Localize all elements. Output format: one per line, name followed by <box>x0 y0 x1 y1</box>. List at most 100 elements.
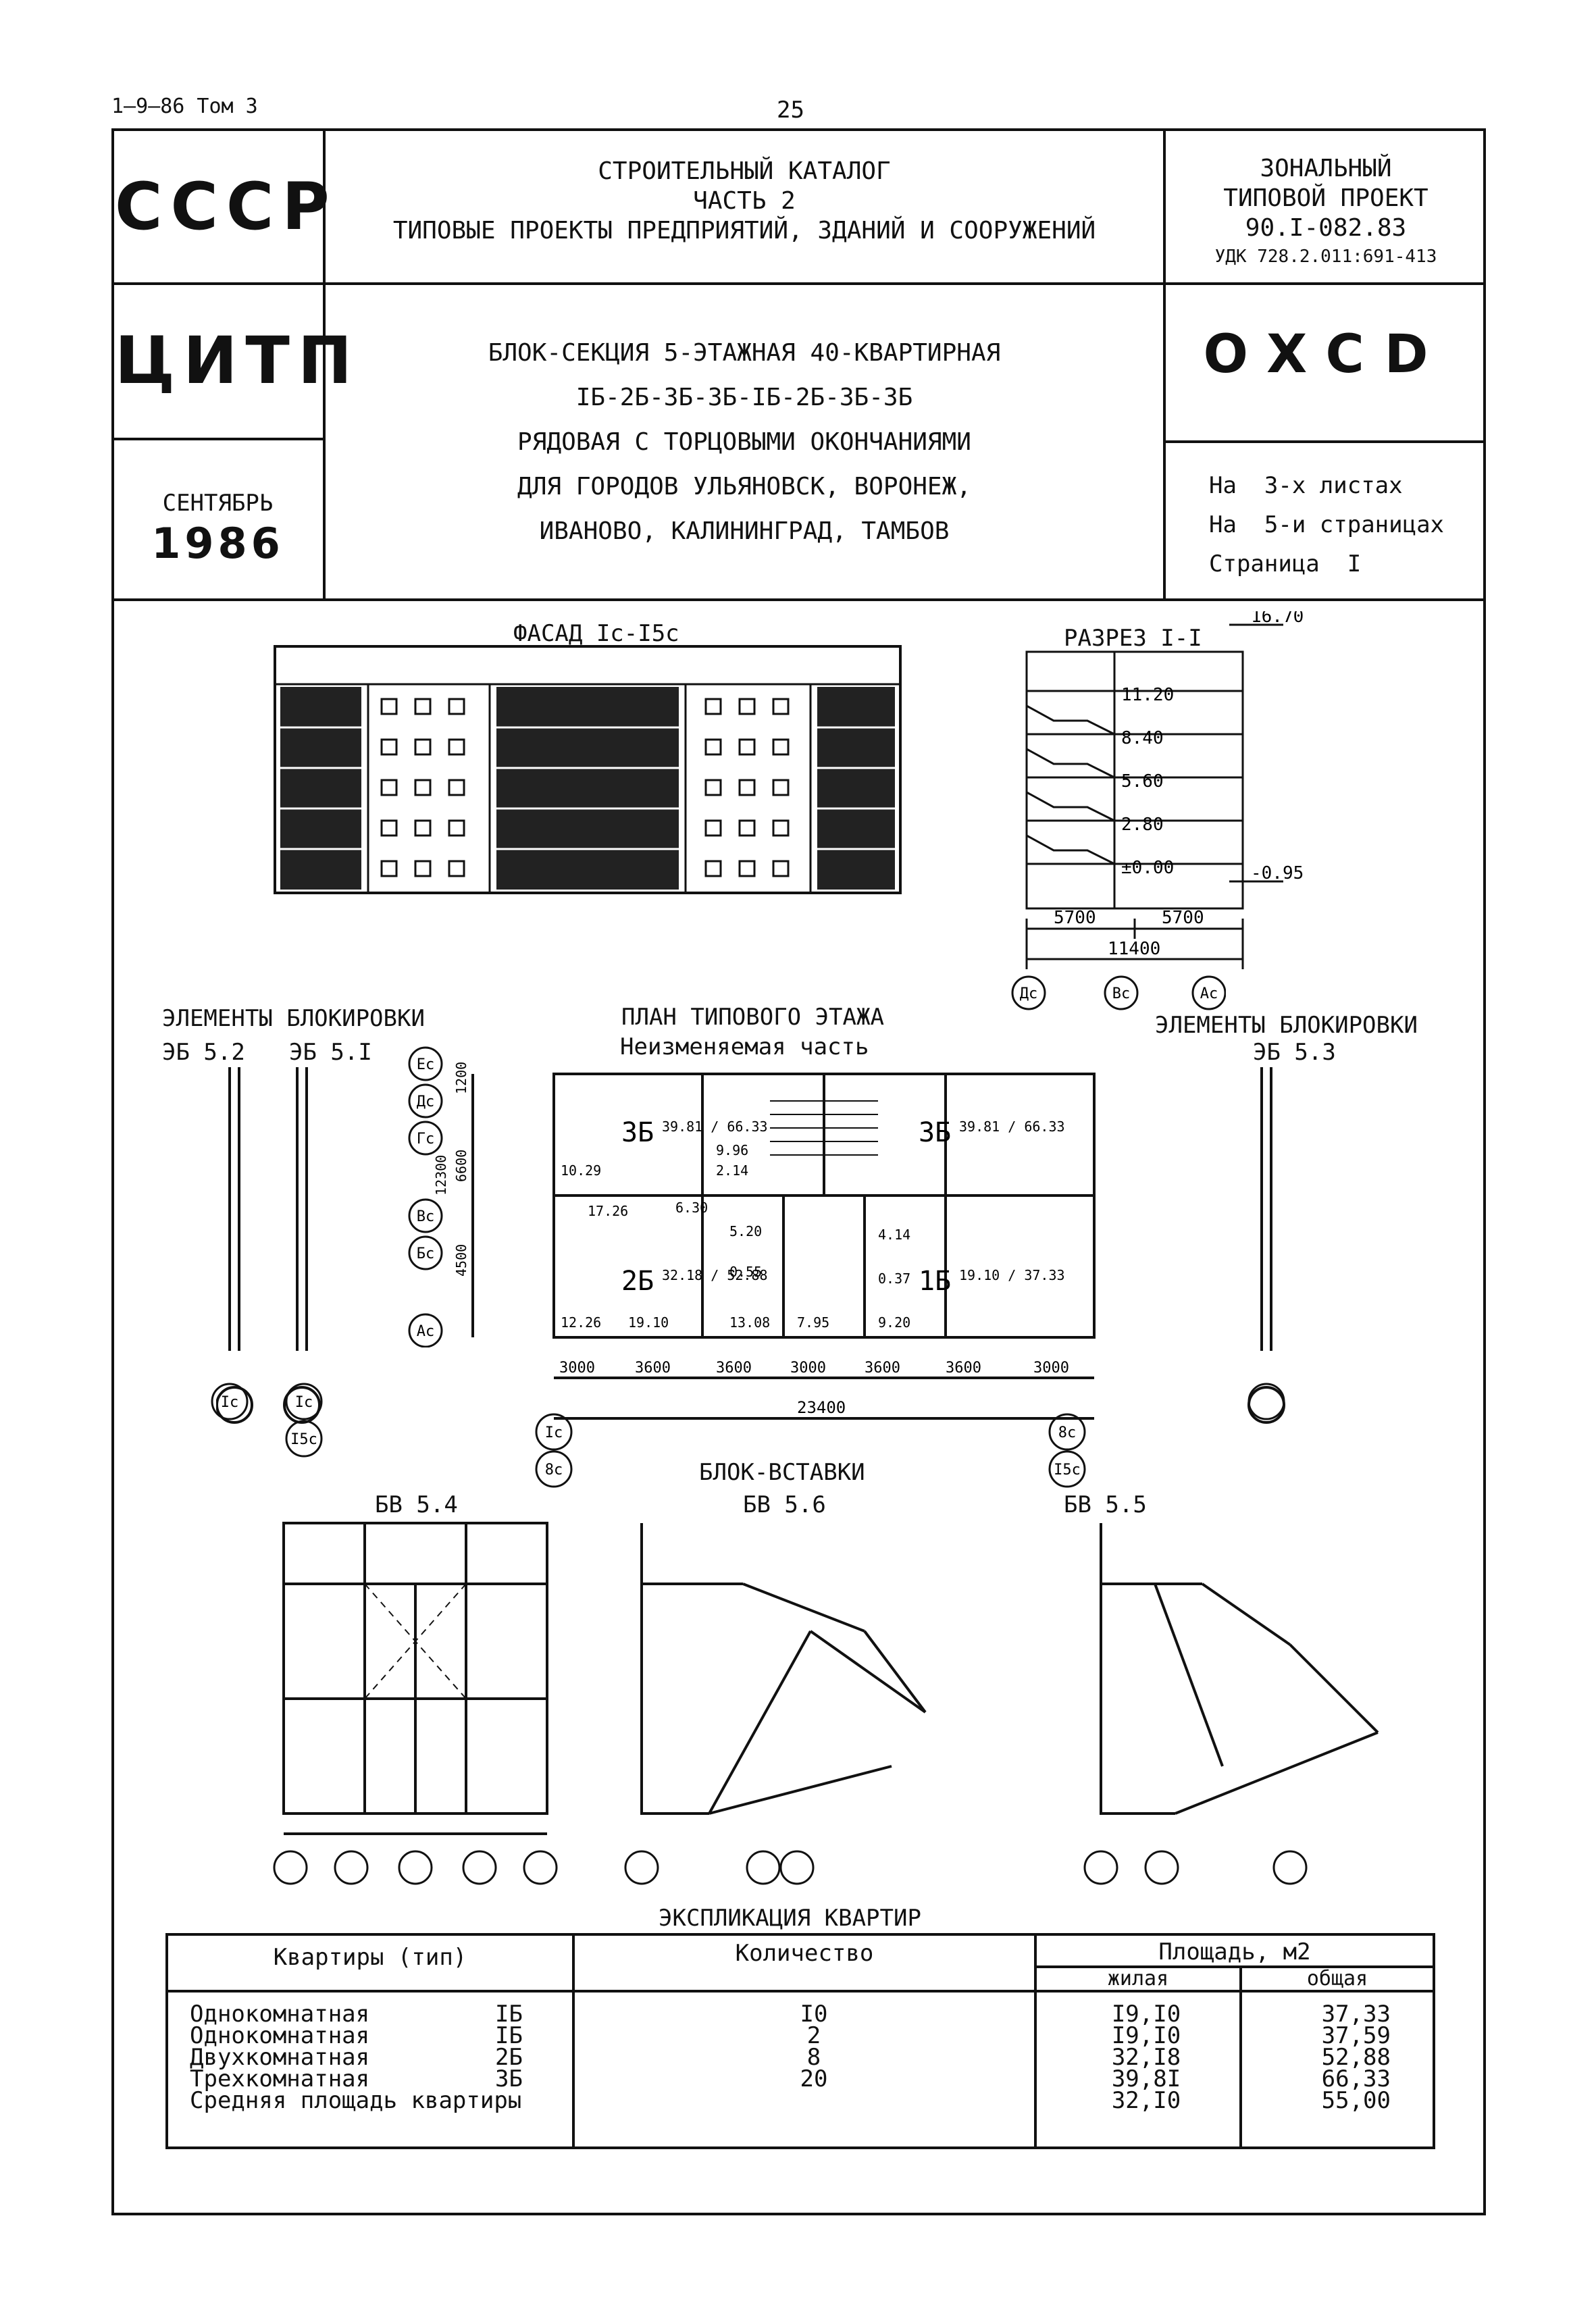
axis-label: Iс <box>295 1394 313 1411</box>
facade-drawing <box>274 645 902 894</box>
plan-dimension: 3000 <box>1033 1360 1069 1377</box>
level-label: -0.95 <box>1251 863 1304 883</box>
pages-value: 5-и страницах <box>1264 511 1445 538</box>
plan-dimension: 3600 <box>635 1360 671 1377</box>
code-oxcd: OXCD <box>1203 324 1449 385</box>
axis-label: 8с <box>545 1462 563 1479</box>
axis-label: Вс <box>417 1208 435 1225</box>
col-header-total: общая <box>1306 1967 1368 1990</box>
apartment-area: 39.81 / 66.33 <box>662 1119 768 1135</box>
catalog-block: СТРОИТЕЛЬНЫЙ КАТАЛОГ ЧАСТЬ 2 ТИПОВЫЕ ПРО… <box>326 157 1163 246</box>
dimension-label: 11400 <box>1108 939 1160 959</box>
level-label: 11.20 <box>1121 685 1174 705</box>
apartment-count: I0 <box>800 2001 828 2028</box>
explication-title: ЭКСПЛИКАЦИЯ КВАРТИР <box>659 1905 921 1932</box>
apartment-count: 20 <box>800 2065 828 2092</box>
blocks-title: БЛОК-ВСТАВКИ <box>699 1459 865 1486</box>
project-line: ЗОНАЛЬНЫЙ <box>1260 155 1392 182</box>
document-reference: 1–9–86 Том 3 <box>111 95 258 118</box>
page-value: I <box>1347 550 1362 577</box>
explication-table: Квартиры (тип) Количество Площадь, м2 жи… <box>165 1933 1435 2149</box>
living-area: I9,I0 <box>1111 2022 1181 2049</box>
apartment-name: Трехкомнатная <box>190 2065 370 2092</box>
apartment-count: 2 <box>806 2022 821 2049</box>
table-row: Средняя площадь квартиры 32,I0 55,00 <box>186 2087 1395 2114</box>
section-title: РАЗРЕЗ I-I <box>1064 625 1202 652</box>
room-area: 9.96 <box>716 1142 748 1158</box>
section-drawing: 16.70 11.20 8.40 5.60 2.80 ±0.00 -0.95 5… <box>1025 611 1304 969</box>
level-label: 2.80 <box>1121 815 1164 835</box>
apartment-area: 39.81 / 66.33 <box>959 1119 1065 1135</box>
udk-code: УДК 728.2.011:691-413 <box>1214 247 1437 267</box>
catalog-line: ТИПОВЫЕ ПРОЕКТЫ ПРЕДПРИЯТИЙ, ЗДАНИЙ И СО… <box>392 217 1096 245</box>
dimension-label: 5700 <box>1162 908 1204 928</box>
col-header-area: Площадь, м2 <box>1158 1938 1311 1965</box>
axis-label: Вс <box>1112 985 1131 1002</box>
axis-label: Ес <box>417 1056 435 1073</box>
apartment-type: 3Б <box>495 2065 523 2092</box>
page-number: 25 <box>777 97 804 124</box>
apartment-type: 3Б <box>621 1117 654 1148</box>
apartment-name: Средняя площадь квартиры <box>190 2087 522 2114</box>
axis-label: I5с <box>1054 1462 1081 1479</box>
plan-dimension: 3000 <box>559 1360 595 1377</box>
apartment-type: IБ <box>495 2022 523 2049</box>
date-month: СЕНТЯБРЬ <box>162 490 274 517</box>
plan-axes-left: Ес Дс Гс Вс Бс Ас <box>408 1046 443 1347</box>
room-area: 12.26 <box>561 1314 601 1331</box>
axis-label: 8с <box>1058 1424 1077 1441</box>
table-row: Однокомнатная IБ 2 I9,I0 37,59 <box>186 2022 1395 2049</box>
col-header-count: Количество <box>735 1940 874 1967</box>
apartment-type: 2Б <box>495 2044 523 2071</box>
apartment-name: Однокомнатная <box>190 2001 370 2028</box>
title-line: IБ-2Б-3Б-3Б-IБ-2Б-3Б-3Б <box>575 384 913 411</box>
plan-vertical-dimension: 6600 <box>453 1150 469 1182</box>
room-area: 19.10 <box>628 1314 669 1331</box>
level-label: ±0.00 <box>1121 858 1174 878</box>
room-area: 13.08 <box>729 1314 770 1331</box>
org-citp: ЦИТП <box>115 323 361 398</box>
level-label: 5.60 <box>1121 771 1164 792</box>
axis-bubbles-row: Iс Iс I5с Iс 8с 8с I5с <box>211 1383 1285 1488</box>
elements-left-title: ЭЛЕМЕНТЫ БЛОКИРОВКИ <box>162 1005 425 1032</box>
room-area: 6.30 <box>675 1200 708 1216</box>
apartment-type: 3Б <box>919 1117 951 1148</box>
apartment-name: Двухкомнатная <box>190 2044 370 2071</box>
room-area: 0.55 <box>729 1264 762 1280</box>
blocking-elements-left <box>216 1067 321 1424</box>
header-divider <box>111 282 1486 285</box>
apartment-area: 19.10 / 37.33 <box>959 1267 1065 1283</box>
section-axes: Дс Вс Ас <box>1011 975 1226 1010</box>
total-area: 52,88 <box>1321 2044 1391 2071</box>
table-row: Двухкомнатная 2Б 8 32,I8 52,88 <box>186 2044 1395 2071</box>
block-insert-5-4 <box>273 1522 558 1885</box>
catalog-line: ЧАСТЬ 2 <box>693 187 796 215</box>
total-area: 66,33 <box>1321 2065 1391 2092</box>
project-block: ЗОНАЛЬНЫЙ ТИПОВОЙ ПРОЕКТ 90.I-082.83 УДК… <box>1166 154 1486 270</box>
room-area: 10.29 <box>561 1162 601 1179</box>
header-divider <box>323 128 326 601</box>
apartment-type: 2Б <box>621 1266 654 1297</box>
plan-dimension: 3600 <box>946 1360 981 1377</box>
title-line: БЛОК-СЕКЦИЯ 5-ЭТАЖНАЯ 40-КВАРТИРНАЯ <box>488 339 1001 367</box>
block-insert-5-6 <box>624 1523 927 1885</box>
living-area: 32,I0 <box>1111 2087 1181 2114</box>
catalog-line: СТРОИТЕЛЬНЫЙ КАТАЛОГ <box>598 157 891 185</box>
col-header-type: Квартиры (тип) <box>273 1944 467 1971</box>
plan-vertical-dimension: 1200 <box>453 1062 469 1094</box>
header-divider <box>1163 440 1486 443</box>
sheets-label: На <box>1209 472 1237 499</box>
block-label: БВ 5.6 <box>743 1491 826 1518</box>
plan-subtitle: Неизменяемая часть <box>620 1033 869 1060</box>
living-area: I9,I0 <box>1111 2001 1181 2028</box>
room-area: 17.26 <box>588 1203 628 1219</box>
header-divider <box>1163 128 1166 601</box>
block-insert-5-5 <box>1083 1523 1379 1885</box>
sheets-value: 3-х листах <box>1264 472 1403 499</box>
element-label: ЭБ 5.3 <box>1253 1039 1336 1066</box>
explication-rows: Однокомнатная IБ I0 I9,I0 37,33 Однокомн… <box>186 2001 1395 2114</box>
axis-label: Дс <box>1020 985 1038 1002</box>
drawing-frame <box>111 128 1486 2215</box>
axis-label: Дс <box>417 1094 435 1110</box>
total-area: 37,33 <box>1321 2001 1391 2028</box>
